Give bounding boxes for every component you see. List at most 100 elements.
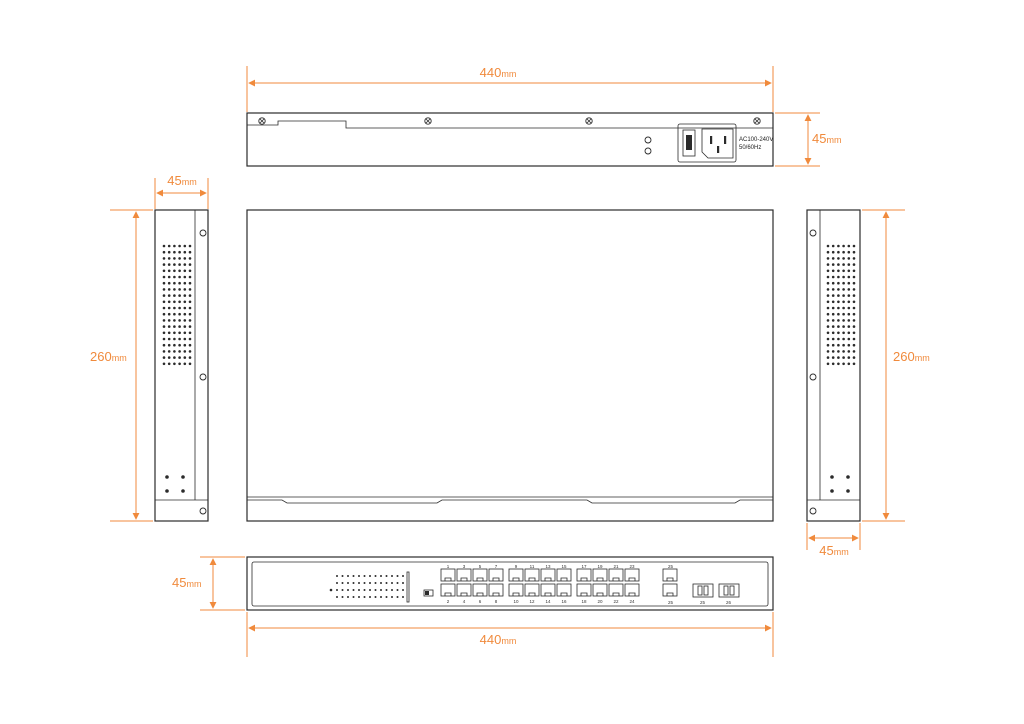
svg-text:440mm: 440mm <box>480 65 517 80</box>
port-number-top: 17 <box>581 564 587 569</box>
vent-hole <box>167 300 171 304</box>
dim-left-width-unit: mm <box>182 177 197 187</box>
vent-hole <box>831 288 835 291</box>
led-dot <box>347 589 349 591</box>
vent-hole <box>167 269 171 273</box>
vent-hole <box>167 337 171 341</box>
vent-hole <box>162 244 166 248</box>
vent-hole <box>842 300 845 304</box>
led-dot <box>341 596 344 598</box>
vent-hole <box>162 362 166 366</box>
vent-hole <box>167 319 171 322</box>
vent-hole <box>837 281 840 285</box>
rj45-port <box>456 583 472 597</box>
vent-hole <box>852 263 856 266</box>
vent-hole <box>837 325 840 328</box>
dim-right-length-unit: mm <box>915 353 930 363</box>
rear-view: AC100-240V 50/60Hz <box>246 112 774 167</box>
vent-hole <box>842 331 845 335</box>
vent-hole <box>826 269 830 273</box>
vent-hole <box>178 356 181 359</box>
vent-hole <box>162 294 166 297</box>
led-dot <box>402 589 404 591</box>
vent-hole <box>188 312 192 316</box>
vent-hole <box>826 331 830 335</box>
vent-hole <box>831 263 835 266</box>
vent-hole <box>837 263 840 266</box>
vent-hole <box>847 275 851 279</box>
svg-text:260mm: 260mm <box>893 349 930 364</box>
vent-hole <box>178 288 181 291</box>
led-dot <box>358 596 360 598</box>
rj45-port <box>524 583 540 597</box>
dim-rear-height: 45mm <box>775 112 841 167</box>
led-dot <box>336 582 338 584</box>
vent-hole <box>188 331 192 335</box>
vent-hole <box>188 263 192 266</box>
vent-hole <box>167 331 171 335</box>
uplink-label-top: 25 <box>668 564 674 569</box>
svg-text:440mm: 440mm <box>480 632 517 647</box>
vent-hole <box>831 269 835 273</box>
rj45-port <box>662 568 678 582</box>
vent-hole <box>842 244 845 248</box>
vent-hole <box>173 294 176 297</box>
led-dot <box>347 575 349 577</box>
led-dot <box>369 582 371 584</box>
vent-hole <box>837 306 840 310</box>
led-dot <box>352 596 355 598</box>
rj45-port <box>592 583 608 597</box>
dim-rear-unit: mm <box>826 135 841 145</box>
vent-hole <box>178 325 181 328</box>
led-dot <box>363 589 366 591</box>
port-number-top: 5 <box>479 564 482 569</box>
vent-hole <box>183 319 187 322</box>
vent-hole <box>178 244 181 248</box>
rj45-port <box>608 583 624 597</box>
mode-switch <box>423 589 434 597</box>
vent-hole <box>162 306 166 310</box>
vent-hole <box>178 263 181 266</box>
vent-hole <box>842 263 845 266</box>
power-label-line1: AC100-240V <box>739 137 773 143</box>
led-dot <box>336 575 338 577</box>
svg-text:260mm: 260mm <box>90 349 127 364</box>
led-dot <box>352 582 355 584</box>
dim-bottom-unit: mm <box>501 636 516 646</box>
vent-hole <box>826 337 830 341</box>
vent-hole <box>183 343 187 347</box>
vent-hole <box>826 281 830 285</box>
led-dot <box>358 582 360 584</box>
port-number-bottom: 10 <box>513 599 519 604</box>
led-indicator-grid <box>329 575 404 598</box>
led-dot <box>358 589 360 591</box>
vent-hole <box>826 263 830 266</box>
vent-hole <box>188 288 192 291</box>
dim-top-value: 440 <box>480 65 502 80</box>
rj45-port <box>592 568 608 582</box>
vent-hole <box>188 362 192 366</box>
vent-hole <box>847 244 851 248</box>
vent-hole <box>842 356 845 359</box>
vent-hole <box>826 306 830 310</box>
vent-hole <box>842 343 845 347</box>
dim-left-length: 260mm <box>90 209 153 522</box>
vent-hole <box>852 319 856 322</box>
led-dot <box>374 596 377 598</box>
vent-hole <box>847 319 851 322</box>
vent-hole <box>826 312 830 316</box>
led-dot <box>385 596 388 598</box>
led-dot <box>341 582 344 584</box>
vent-hole <box>842 257 845 260</box>
port-number-bottom: 4 <box>463 599 466 604</box>
vent-hole <box>826 250 830 254</box>
vent-hole <box>178 312 181 316</box>
port-number-bottom: 12 <box>529 599 535 604</box>
vent-hole <box>847 306 851 310</box>
vent-hole <box>183 337 187 341</box>
vent-hole <box>173 319 176 322</box>
vent-hole <box>831 325 835 328</box>
vent-hole <box>178 343 181 347</box>
vent-hole <box>852 294 856 297</box>
